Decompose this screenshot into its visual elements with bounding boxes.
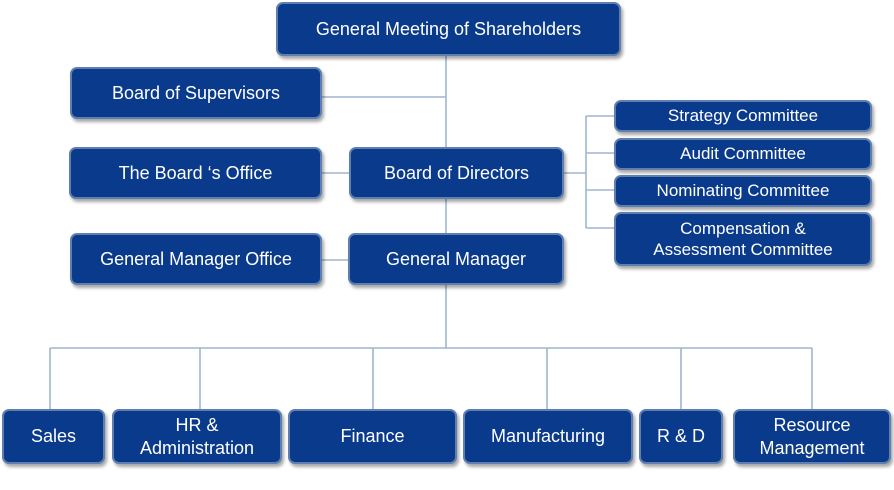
box-label: Compensation & Assessment Committee: [653, 218, 833, 259]
box-nominating-committee: Nominating Committee: [614, 175, 872, 207]
box-general-manager: General Manager: [348, 233, 564, 285]
box-label: Sales: [30, 426, 77, 447]
box-label: General Meeting of Shareholders: [315, 18, 582, 39]
box-label: Resource Management: [759, 415, 865, 458]
box-label: Audit Committee: [680, 144, 806, 164]
box-board-office: The Board ‘s Office: [69, 147, 322, 199]
box-label: Board of Supervisors: [111, 82, 281, 103]
box-label: General Manager Office: [100, 248, 292, 269]
box-dept-rd: R & D: [639, 409, 723, 464]
box-dept-manufacturing: Manufacturing: [463, 409, 633, 464]
box-dept-sales: Sales: [2, 409, 105, 464]
box-general-manager-office: General Manager Office: [70, 233, 322, 285]
box-dept-hr-administration: HR & Administration: [112, 409, 282, 464]
box-board-of-directors: Board of Directors: [349, 147, 564, 199]
box-audit-committee: Audit Committee: [614, 138, 872, 170]
box-general-meeting-of-shareholders: General Meeting of Shareholders: [276, 2, 621, 56]
box-label: Manufacturing: [490, 426, 606, 447]
box-label: R & D: [656, 426, 705, 447]
box-label: HR & Administration: [139, 415, 255, 458]
box-dept-resource-management: Resource Management: [733, 409, 891, 464]
box-label: The Board ‘s Office: [118, 162, 273, 183]
box-label: Strategy Committee: [667, 106, 819, 126]
box-label: Nominating Committee: [656, 181, 830, 201]
box-label: Finance: [340, 426, 405, 447]
box-strategy-committee: Strategy Committee: [614, 100, 872, 132]
box-board-of-supervisors: Board of Supervisors: [70, 67, 322, 119]
box-dept-finance: Finance: [288, 409, 457, 464]
box-compensation-assessment-committee: Compensation & Assessment Committee: [614, 212, 872, 266]
box-label: Board of Directors: [383, 162, 530, 183]
box-label: General Manager: [385, 248, 527, 269]
